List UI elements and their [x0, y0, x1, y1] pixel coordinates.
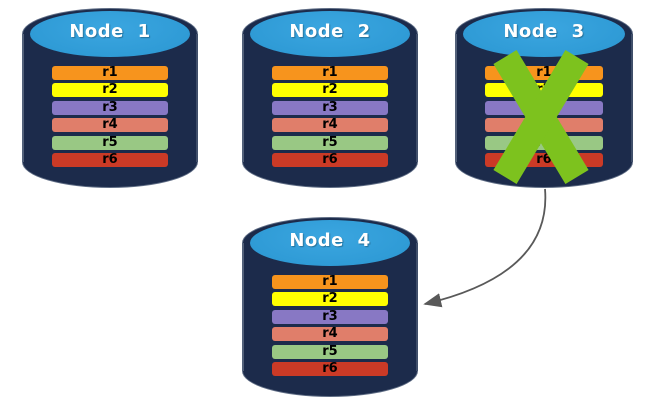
row-r5: r5 — [272, 135, 388, 150]
cylinder-top-face — [463, 11, 625, 57]
row-r2: r2 — [272, 292, 388, 307]
row-r3: r3 — [272, 100, 388, 115]
row-r4: r4 — [272, 118, 388, 133]
cylinder-top-face — [250, 11, 410, 57]
node-title: Node 3 — [503, 21, 585, 42]
cylinder-top-face — [30, 11, 190, 57]
row-stack: r1 r2 r3 r4 r5 r6 — [272, 66, 388, 167]
row-r2: r2 — [272, 83, 388, 98]
node-1-cylinder: Node 1 r1 r2 r3 r4 r5 r6 — [22, 8, 198, 188]
row-r4: r4 — [52, 118, 168, 133]
row-r1: r1 — [272, 66, 388, 80]
x-mark-icon — [493, 50, 589, 184]
row-r1: r1 — [52, 66, 168, 80]
node-4-cylinder: Node 4 r1 r2 r3 r4 r5 r6 — [242, 217, 418, 397]
row-r6: r6 — [272, 361, 388, 376]
node-3-cylinder: Node 3 r1 r2 r3 r4 r5 r6 — [455, 8, 633, 188]
row-r5: r5 — [272, 344, 388, 359]
row-r3: r3 — [52, 100, 168, 115]
row-r1: r1 — [272, 275, 388, 289]
cylinder-top-face — [250, 220, 410, 266]
node-2-cylinder: Node 2 r1 r2 r3 r4 r5 r6 — [242, 8, 418, 188]
row-r3: r3 — [272, 309, 388, 324]
node-title: Node 2 — [289, 21, 371, 42]
row-r6: r6 — [272, 152, 388, 167]
row-stack: r1 r2 r3 r4 r5 r6 — [52, 66, 168, 167]
row-r2: r2 — [52, 83, 168, 98]
row-stack: r1 r2 r3 r4 r5 r6 — [272, 275, 388, 376]
node-title: Node 1 — [69, 21, 151, 42]
row-r5: r5 — [52, 135, 168, 150]
node-title: Node 4 — [289, 230, 371, 251]
row-r4: r4 — [272, 327, 388, 342]
row-r6: r6 — [52, 152, 168, 167]
